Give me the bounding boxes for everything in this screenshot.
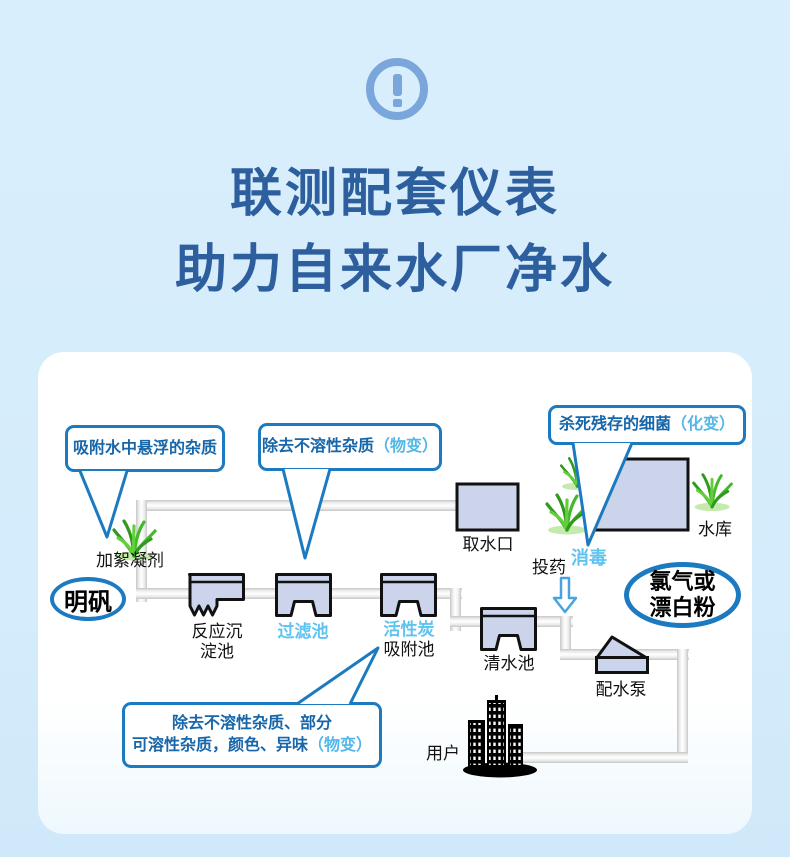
pipe-drop-to-clear [450, 588, 461, 631]
pipe-out-of-clear [537, 616, 573, 627]
exclamation-circle-icon [366, 58, 428, 120]
flocculant-label: 加絮凝剂 [96, 551, 164, 570]
pipe-dosing-drop [560, 616, 571, 660]
callout-absorb-tail [78, 470, 129, 539]
callout-kill-text: 杀死残存的细菌 [558, 416, 671, 433]
callout-kill-note: （化变） [671, 416, 736, 433]
diagram-card: 吸附水中悬浮的杂质 除去不溶性杂质（物变） 杀死残存的细菌（化变） 除去不溶性杂… [38, 352, 752, 834]
exclamation-dot [393, 99, 402, 107]
exclamation-bar [393, 74, 402, 96]
pump-label: 配水泵 [595, 680, 647, 699]
reaction-tank-label-line1: 反应沉 [191, 622, 243, 641]
carbon-adsorption-tank-shape [380, 573, 437, 617]
chlorine-label-line1: 氯气或 [649, 569, 716, 594]
callout-insoluble-tail [281, 468, 332, 560]
filter-tank-shape [275, 573, 332, 617]
intake-label: 取水口 [462, 535, 514, 554]
callout-absorb: 吸附水中悬浮的杂质 [65, 425, 225, 472]
carbon-tank-label: 活性炭 吸附池 [378, 620, 440, 660]
page-title-line2: 助力自来水厂净水 [174, 241, 615, 299]
alum-label: 明矾 [64, 588, 112, 616]
dosing-label: 投药 [532, 558, 566, 577]
disinfect-label: 消毒 [571, 548, 607, 568]
reservoir-label: 水库 [698, 520, 732, 539]
callout-insoluble: 除去不溶性杂质（物变） [258, 423, 442, 471]
clear-water-tank-shape [480, 607, 537, 651]
pipe-tank-row [136, 588, 462, 599]
intake-box [455, 482, 520, 532]
chlorine-label-line2: 漂白粉 [649, 595, 716, 620]
page-title-line1: 联测配套仪表 [229, 165, 560, 223]
carbon-tank-label-line2: 吸附池 [383, 640, 435, 659]
reaction-sedimentation-tank-shape [188, 573, 245, 617]
callout-insoluble-text: 除去不溶性杂质 [261, 438, 374, 455]
grass-icon [545, 493, 590, 537]
grass-icon [559, 457, 596, 492]
callout-absorb-text: 吸附水中悬浮的杂质 [72, 439, 217, 457]
callout-kill: 杀死残存的细菌（化变） [548, 405, 746, 445]
buildings-icon [463, 695, 537, 778]
pipe-bottom-horizontal [523, 752, 688, 763]
pump-shape [595, 635, 649, 674]
reaction-tank-label-line2: 淀池 [200, 642, 234, 661]
callout-remove-line1: 除去不溶性杂质、部分 [171, 715, 332, 732]
grass-icon [692, 473, 733, 513]
pipe-through-pump [560, 649, 689, 660]
callout-remove-line2-wrap: 可溶性杂质，颜色、异味（物变） [132, 735, 372, 757]
callout-remove-note: （物变） [308, 737, 373, 754]
chlorine-oval: 氯气或 漂白粉 [624, 562, 741, 628]
callout-remove-line2: 可溶性杂质，颜色、异味 [131, 737, 308, 754]
callout-remove-tail [296, 646, 380, 706]
pipe-right-vertical [677, 649, 688, 763]
pipe-into-clear [450, 616, 482, 627]
clear-tank-label: 清水池 [483, 654, 535, 673]
pipe-top-horizontal [140, 500, 458, 511]
filter-tank-label: 过滤池 [277, 622, 329, 641]
callout-remove: 除去不溶性杂质、部分 可溶性杂质，颜色、异味（物变） [122, 702, 382, 768]
users-label: 用户 [426, 744, 460, 763]
carbon-tank-label-line1: 活性炭 [383, 620, 435, 639]
reaction-tank-label: 反应沉 淀池 [187, 622, 247, 662]
page-title: 联测配套仪表 助力自来水厂净水 [0, 156, 790, 308]
alum-oval: 明矾 [50, 577, 126, 621]
callout-insoluble-note: （物变） [374, 438, 439, 455]
reservoir-box [591, 457, 690, 532]
down-arrow-icon [552, 576, 578, 614]
callout-kill-tail [571, 442, 634, 547]
